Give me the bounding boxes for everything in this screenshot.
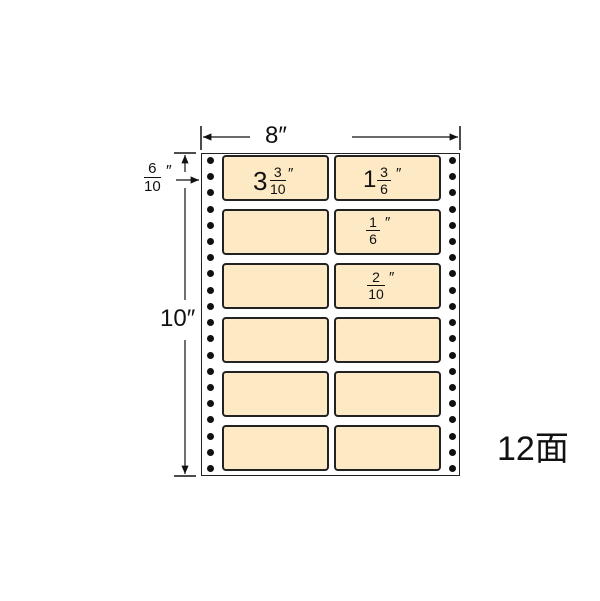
sprocket-hole bbox=[207, 416, 214, 424]
sprocket-hole bbox=[449, 173, 456, 181]
label-count: 12面 bbox=[497, 430, 569, 468]
label-width-fraction: 3 10 bbox=[270, 165, 286, 196]
inch-mark: ″ bbox=[389, 269, 395, 286]
sprocket-hole bbox=[449, 205, 456, 213]
vertical-gap-fraction: 1 6 bbox=[366, 215, 380, 246]
label-width-whole: 3 bbox=[253, 166, 268, 196]
label-cell bbox=[222, 263, 329, 309]
label-cell bbox=[334, 317, 441, 363]
numerator: 2 bbox=[372, 269, 380, 285]
denominator: 6 bbox=[369, 231, 377, 247]
fraction-bar bbox=[270, 180, 286, 181]
sprocket-hole bbox=[207, 351, 214, 359]
top-margin-dimension: 6 10 bbox=[144, 161, 161, 194]
numerator: 3 bbox=[273, 164, 282, 180]
sprocket-hole bbox=[207, 400, 214, 408]
sprocket-hole bbox=[449, 221, 456, 229]
inch-mark: ″ bbox=[278, 122, 287, 149]
fraction-bar bbox=[367, 285, 385, 286]
fraction-bar bbox=[366, 230, 380, 231]
sprocket-hole bbox=[449, 254, 456, 262]
sprocket-hole bbox=[207, 302, 214, 310]
sprocket-hole bbox=[449, 319, 456, 327]
sprocket-hole bbox=[449, 400, 456, 408]
denominator: 10 bbox=[144, 178, 161, 195]
fraction-bar bbox=[144, 177, 161, 178]
sprocket-hole bbox=[207, 189, 214, 197]
sprocket-hole bbox=[207, 448, 214, 456]
form-sheet bbox=[201, 153, 460, 476]
inch-mark: ″ bbox=[288, 165, 294, 182]
sprocket-hole bbox=[207, 286, 214, 294]
label-cell bbox=[222, 209, 329, 255]
sprocket-hole bbox=[449, 238, 456, 246]
sprocket-hole bbox=[207, 367, 214, 375]
sprocket-hole bbox=[207, 432, 214, 440]
sprocket-hole bbox=[207, 238, 214, 246]
sheet-height-value: 10 bbox=[160, 305, 187, 332]
label-height-fraction: 3 6 bbox=[377, 165, 391, 196]
sprocket-hole bbox=[449, 383, 456, 391]
sprocket-hole bbox=[207, 254, 214, 262]
sprocket-hole bbox=[449, 189, 456, 197]
sprocket-hole bbox=[449, 286, 456, 294]
label-cell bbox=[334, 425, 441, 471]
sprocket-hole bbox=[449, 465, 456, 472]
denominator: 10 bbox=[368, 286, 384, 302]
sheet-width-dimension: 8″ bbox=[265, 124, 287, 148]
sprocket-hole bbox=[207, 221, 214, 229]
fraction-bar bbox=[377, 180, 391, 181]
numerator: 3 bbox=[380, 164, 388, 180]
inch-mark: ″ bbox=[385, 214, 391, 231]
label-cell bbox=[334, 371, 441, 417]
label-cell bbox=[222, 317, 329, 363]
label-cell bbox=[222, 371, 329, 417]
inch-mark: ″ bbox=[166, 163, 172, 180]
sprocket-hole bbox=[207, 157, 214, 164]
sheet-width-value: 8 bbox=[265, 122, 279, 149]
sprocket-hole bbox=[449, 448, 456, 456]
numerator: 1 bbox=[369, 214, 377, 230]
sprocket-hole bbox=[449, 157, 456, 164]
sprocket-hole bbox=[449, 367, 456, 375]
sprocket-hole bbox=[449, 335, 456, 343]
label-cell bbox=[334, 263, 441, 309]
sprocket-hole bbox=[449, 302, 456, 310]
sprocket-hole bbox=[207, 173, 214, 181]
sprocket-hole bbox=[449, 270, 456, 278]
label-height-whole: 1 bbox=[363, 166, 377, 193]
sprocket-hole bbox=[207, 270, 214, 278]
sprocket-hole bbox=[207, 205, 214, 213]
sprocket-hole bbox=[449, 416, 456, 424]
sprocket-hole bbox=[207, 319, 214, 327]
sprocket-hole bbox=[207, 465, 214, 472]
denominator: 10 bbox=[270, 181, 286, 197]
label-cell bbox=[334, 155, 441, 201]
sprocket-hole bbox=[449, 432, 456, 440]
sprocket-hole bbox=[207, 383, 214, 391]
horizontal-gap-fraction: 2 10 bbox=[367, 270, 385, 301]
label-cell bbox=[334, 209, 441, 255]
sprocket-hole bbox=[449, 351, 456, 359]
numerator: 6 bbox=[148, 160, 157, 177]
inch-mark: ″ bbox=[186, 305, 196, 332]
sheet-height-dimension: 10″ bbox=[160, 305, 196, 332]
inch-mark: ″ bbox=[396, 165, 402, 182]
sprocket-hole bbox=[207, 335, 214, 343]
label-cell bbox=[222, 425, 329, 471]
denominator: 6 bbox=[380, 181, 388, 197]
